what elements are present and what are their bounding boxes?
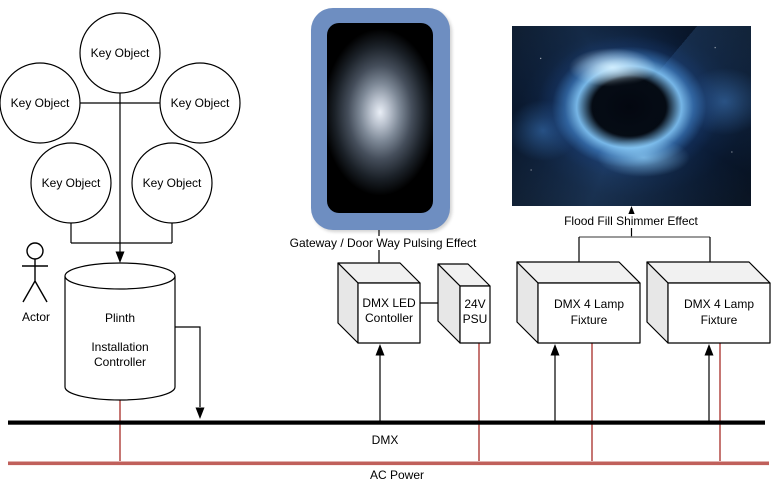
key-object-label-5: Key Object bbox=[142, 176, 202, 190]
key-object-label-2: Key Object bbox=[10, 96, 70, 110]
arrow-into-plinth bbox=[115, 251, 125, 263]
plinth-to-dmx-connector bbox=[175, 326, 201, 407]
dmx-led-controller-label: DMX LED Contoller bbox=[362, 296, 416, 325]
key-object-node-4 bbox=[30, 142, 112, 224]
fixture-1-label: DMX 4 Lamp Fixture bbox=[553, 297, 625, 327]
shimmer-label: Flood Fill Shimmer Effect bbox=[531, 214, 731, 228]
ac-power-bus-label: AC Power bbox=[369, 468, 425, 482]
key-object-connectors bbox=[70, 93, 173, 253]
actor-icon bbox=[22, 242, 48, 303]
plinth-cylinder bbox=[64, 262, 176, 401]
dmx-bus-label: DMX bbox=[371, 433, 399, 447]
shimmer-label-text: Flood Fill Shimmer Effect bbox=[561, 214, 701, 228]
key-object-node-3 bbox=[159, 62, 241, 144]
actor-label: Actor bbox=[21, 310, 50, 324]
psu-cube bbox=[437, 263, 491, 344]
arrow-plinth-to-dmx bbox=[195, 407, 205, 419]
bracket-to-fixture-connectors bbox=[578, 237, 711, 262]
gateway-glow-gradient bbox=[327, 23, 433, 213]
gateway-label: Gateway / Door Way Pulsing Effect bbox=[283, 236, 483, 250]
fixture-2-label: DMX 4 Lamp Fixture bbox=[683, 297, 755, 327]
key-object-nodes bbox=[0, 12, 241, 224]
ac-power-bus-bar bbox=[8, 461, 769, 466]
key-object-node-5 bbox=[131, 142, 213, 224]
arrow-dmx-to-fixture-1 bbox=[550, 344, 560, 356]
plinth-subtitle: Installation Controller bbox=[91, 340, 149, 369]
key-object-node-1 bbox=[79, 12, 161, 94]
gateway-doorway-shape bbox=[311, 8, 450, 230]
key-object-label-4: Key Object bbox=[41, 176, 101, 190]
ac-power-drop-lines bbox=[119, 343, 721, 461]
shimmer-effect-image bbox=[512, 26, 751, 206]
psu-label: 24V PSU bbox=[462, 297, 488, 326]
gateway-label-text: Gateway / Door Way Pulsing Effect bbox=[286, 236, 480, 250]
arrow-dmx-to-controller bbox=[375, 344, 385, 356]
key-object-label-3: Key Object bbox=[170, 96, 230, 110]
key-object-node-2 bbox=[0, 62, 81, 144]
dmx-bus-bar bbox=[8, 420, 765, 425]
fixture-1-cube bbox=[516, 261, 641, 344]
fixture-2-cube bbox=[646, 261, 771, 344]
arrow-dmx-to-fixture-2 bbox=[704, 344, 714, 356]
key-object-label-1: Key Object bbox=[90, 46, 150, 60]
dmx-led-controller-cube bbox=[337, 262, 421, 344]
dmx-feed-lines bbox=[379, 355, 710, 421]
plinth-title: Plinth bbox=[104, 311, 136, 325]
